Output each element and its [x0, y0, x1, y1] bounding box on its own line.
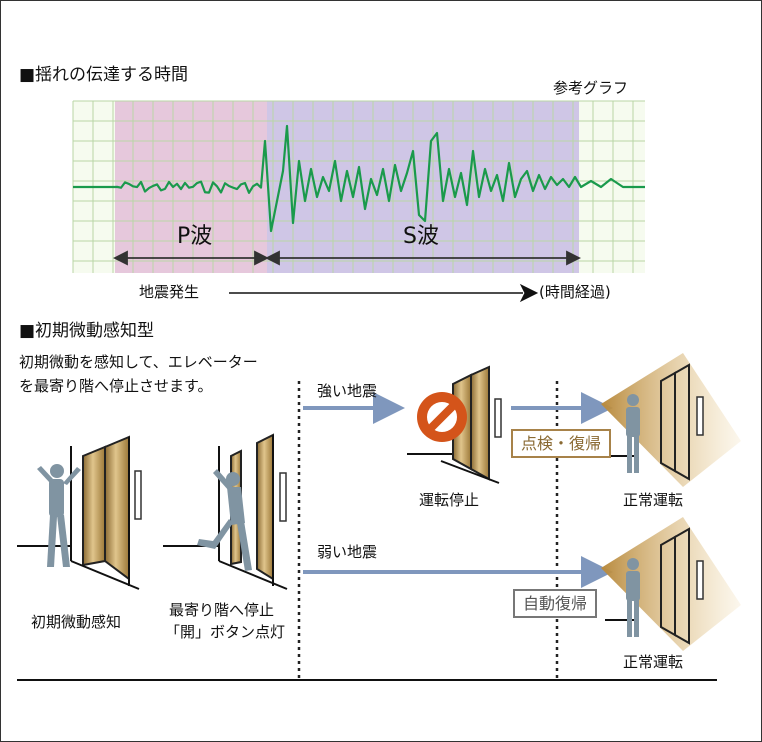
step1-label: 初期微動感知 — [31, 613, 122, 631]
person-startled-icon — [37, 464, 81, 567]
step2-label-line1: 最寄り階へ停止 — [169, 601, 275, 619]
description-line2: を最寄り階へ停止させます。 — [19, 377, 213, 395]
section2-title: ■初期微動感知型 — [19, 321, 155, 341]
inspect-restore-badge: 点検・復帰 — [511, 429, 612, 459]
timeline-arrow — [229, 283, 539, 303]
weak-quake-label: 弱い地震 — [317, 543, 378, 561]
person-standing-icon-top — [626, 394, 640, 473]
seismic-wave-line — [73, 124, 645, 233]
normal-op-top-label: 正常運転 — [623, 491, 684, 509]
stop-label: 運転停止 — [419, 491, 480, 509]
timeline-start-label: 地震発生 — [139, 283, 200, 301]
description-line1: 初期微動を感知して、エレベーター — [19, 353, 258, 371]
auto-restore-badge: 自動復帰 — [513, 589, 598, 619]
p-wave-label: P波 — [177, 224, 213, 249]
strong-quake-label: 強い地震 — [317, 382, 378, 400]
section1-title: ■揺れの伝達する時間 — [19, 65, 189, 85]
stop-sign-icon — [417, 392, 467, 442]
elevator-step1 — [17, 435, 142, 590]
light-beam-bottom — [601, 517, 741, 651]
person-exiting-icon — [197, 469, 252, 571]
normal-op-bottom-label: 正常運転 — [623, 653, 684, 671]
elevator-step2 — [163, 433, 288, 590]
graph-note: 参考グラフ — [553, 79, 629, 97]
elevator-normal-bottom — [601, 517, 741, 651]
step2-label-line2: 「開」ボタン点灯 — [165, 623, 286, 641]
seismograph-chart — [72, 100, 645, 273]
s-wave-label: S波 — [403, 224, 439, 249]
elevator-normal-top — [601, 353, 741, 487]
light-beam-top — [601, 353, 741, 487]
s-wave-span-arrow — [264, 250, 582, 266]
person-standing-icon-bottom — [626, 558, 640, 637]
timeline-end-label: (時間経過) — [539, 283, 611, 301]
p-wave-span-arrow — [112, 250, 270, 266]
